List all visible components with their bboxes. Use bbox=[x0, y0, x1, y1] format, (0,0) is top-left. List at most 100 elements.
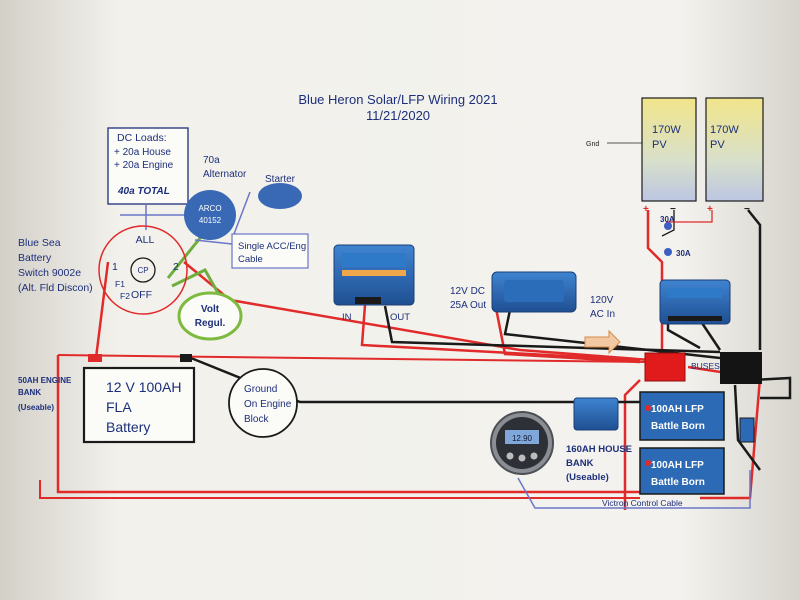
starter-ellipse bbox=[258, 183, 302, 209]
charger-line1: 12V DC bbox=[450, 286, 485, 297]
alternator-rating: 70a bbox=[203, 155, 220, 166]
monitor-display: 12.90 bbox=[512, 434, 533, 443]
engine-battery-line2: FLA bbox=[106, 399, 132, 415]
switch-pos-off: OFF bbox=[131, 289, 152, 301]
cable-label-line1: Single ACC/Eng bbox=[238, 241, 306, 252]
alternator-circle bbox=[184, 190, 236, 240]
pv-panel-2-line1: 170W bbox=[710, 124, 739, 136]
volt-regulator-ring bbox=[177, 291, 243, 341]
dc-loads-box: DC Loads: + 20a House + 20a Engine 40a T… bbox=[107, 127, 189, 205]
switch-name-1: Blue Sea bbox=[18, 237, 61, 249]
cable-label-line2: Cable bbox=[238, 254, 263, 265]
switch-pos-cp: CP bbox=[137, 266, 148, 275]
cable-label-box: Single ACC/Eng Cable bbox=[231, 233, 309, 269]
alternator-model-bottom: 40152 bbox=[199, 216, 222, 225]
lfp-battery-1: 100AH LFP Battle Born bbox=[639, 391, 725, 441]
pv-series-link bbox=[661, 210, 675, 237]
control-cable-label: Victron Control Cable bbox=[602, 498, 683, 508]
volt-regulator-line2: Regul. bbox=[195, 318, 226, 329]
pv-panel-1: 170W PV bbox=[641, 97, 697, 202]
pv-panel-1-line2: PV bbox=[652, 139, 667, 151]
pv-panel-1-line1: 170W bbox=[652, 124, 681, 136]
charger-line2: 25A Out bbox=[450, 300, 486, 311]
positive-bus bbox=[644, 352, 686, 382]
engine-bank-line3: (Useable) bbox=[18, 403, 54, 412]
battery-monitor: 12.90 bbox=[490, 411, 554, 475]
monitor-button-1 bbox=[506, 452, 514, 460]
dcdc-in-label: IN bbox=[342, 312, 352, 323]
lfp2-line2: Battle Born bbox=[651, 477, 705, 488]
pv-fuse-1-label: 30A bbox=[660, 215, 675, 224]
ground-block: Ground On Engine Block bbox=[228, 368, 298, 438]
ground-line2: On Engine bbox=[244, 399, 292, 410]
dc-loads-engine: + 20a Engine bbox=[114, 160, 174, 171]
engine-battery-line3: Battery bbox=[106, 419, 150, 435]
switch-pos-2: 2 bbox=[173, 261, 179, 273]
ground-line3: Block bbox=[244, 414, 269, 425]
red-positive-wires-2 bbox=[39, 354, 651, 499]
switch-pos-all: ALL bbox=[136, 234, 155, 246]
battery-switch-center bbox=[130, 257, 156, 283]
svg-text:−: − bbox=[744, 204, 750, 215]
switch-name-4: (Alt. Fld Discon) bbox=[18, 282, 93, 294]
pv-panel-2: 170W PV bbox=[705, 97, 764, 202]
pv-panel-2-line2: PV bbox=[710, 139, 725, 151]
battery-switch-ring bbox=[98, 225, 188, 315]
volt-regulator-line1: Volt bbox=[201, 304, 220, 315]
mppt-controller bbox=[659, 279, 731, 325]
starter: Starter bbox=[258, 174, 302, 209]
ac-in-arrow-icon bbox=[584, 329, 621, 355]
lfp1-line2: Battle Born bbox=[651, 421, 705, 432]
engine-battery: 12 V 100AH FLA Battery bbox=[82, 354, 196, 444]
switch-f2: F2 bbox=[120, 291, 130, 301]
switch-f1: F1 bbox=[115, 279, 125, 289]
dc-loads-house: + 20a House bbox=[114, 147, 171, 158]
svg-text:−: − bbox=[670, 204, 676, 215]
dc-loads-heading: DC Loads: bbox=[117, 132, 167, 144]
lfp-battery-2: 100AH LFP Battle Born bbox=[639, 447, 725, 495]
bus-bars: BUSES bbox=[644, 352, 762, 384]
negative-bus bbox=[720, 352, 762, 384]
monitor-button-2 bbox=[518, 454, 526, 462]
diagram-date: 11/21/2020 bbox=[366, 108, 430, 123]
svg-text:+: + bbox=[707, 204, 713, 215]
alternator-model-top: ARCO bbox=[198, 204, 221, 213]
volt-regulator: Volt Regul. bbox=[177, 291, 243, 341]
svg-text:+: + bbox=[643, 204, 649, 215]
ground-line1: Ground bbox=[244, 384, 277, 395]
house-bank-line3: (Useable) bbox=[566, 472, 609, 483]
pv-terminals: + − + − bbox=[643, 204, 750, 215]
house-bank-label: 160AH HOUSE BANK (Useable) bbox=[566, 444, 632, 483]
pv-fuse-2 bbox=[664, 248, 672, 256]
pv-parallel-link bbox=[666, 210, 713, 223]
switch-pos-1: 1 bbox=[112, 261, 118, 273]
diagram-title: Blue Heron Solar/LFP Wiring 2021 bbox=[298, 92, 497, 107]
battery-switch-label: Blue Sea Battery Switch 9002e (Alt. Fld … bbox=[18, 237, 93, 294]
dc-loads-total: 40a TOTAL bbox=[117, 186, 170, 197]
battery-switch: ALL 1 2 CP OFF F1 F2 bbox=[98, 225, 188, 315]
house-bank-line1: 160AH HOUSE bbox=[566, 444, 632, 455]
dcdc-charger: IN OUT bbox=[333, 244, 415, 323]
engine-battery-line1: 12 V 100AH bbox=[106, 379, 182, 395]
alternator: 70a Alternator ARCO 40152 bbox=[184, 155, 247, 240]
lfp1-line1: 100AH LFP bbox=[651, 404, 704, 415]
engine-bank-label: 50AH ENGINE BANK (Useable) bbox=[18, 376, 72, 412]
shore-charger: 12V DC 25A Out 120V AC In bbox=[450, 271, 621, 355]
alternator-label: Alternator bbox=[203, 169, 247, 180]
switch-name-3: Switch 9002e bbox=[18, 267, 81, 279]
starter-label: Starter bbox=[265, 174, 296, 185]
battery-fuse bbox=[739, 417, 755, 443]
dcdc-out-label: OUT bbox=[390, 312, 410, 323]
monitor-button-3 bbox=[530, 452, 538, 460]
pv-gnd-label: Gnd bbox=[586, 141, 599, 148]
house-bank-line2: BANK bbox=[566, 458, 594, 469]
charger-ac-line2: AC In bbox=[590, 309, 615, 320]
smart-shunt bbox=[573, 397, 619, 431]
buses-label: BUSES bbox=[691, 361, 720, 371]
engine-bank-line2: BANK bbox=[18, 388, 41, 397]
lfp2-line1: 100AH LFP bbox=[651, 460, 704, 471]
switch-name-2: Battery bbox=[18, 252, 52, 264]
engine-bank-line1: 50AH ENGINE bbox=[18, 376, 72, 385]
charger-ac-line1: 120V bbox=[590, 295, 614, 306]
